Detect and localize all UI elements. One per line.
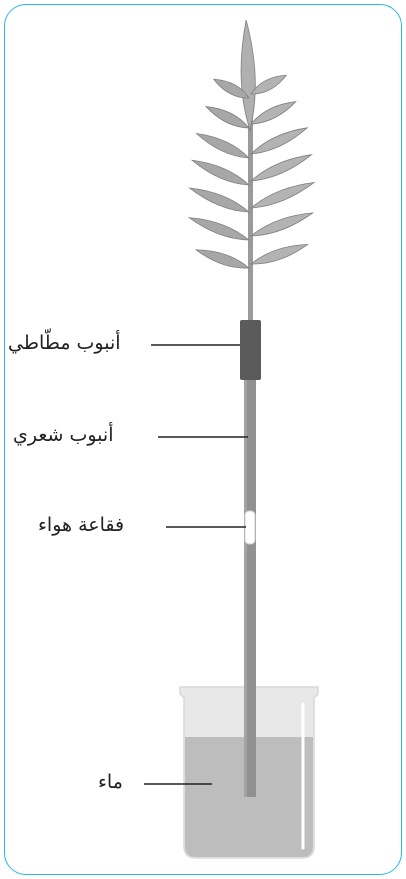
leaf-right [249, 244, 310, 265]
leaf-left [187, 217, 251, 241]
capillary-tube-shade [244, 376, 247, 797]
leaf-left [195, 132, 251, 159]
leaf-left [188, 187, 251, 213]
air-bubble-label: فقاعة هواء [38, 514, 125, 536]
plant-stem [248, 95, 253, 325]
leaf-top [240, 19, 256, 132]
leaf-right [249, 127, 309, 155]
leaf-left [212, 78, 250, 99]
leaf-left [194, 249, 251, 269]
rubber-tube-label: أنبوب مطّاطي [8, 332, 121, 354]
leaf-right [249, 181, 316, 209]
leaf-right [250, 101, 297, 125]
leaf-right [250, 74, 288, 95]
rubber-tube [240, 320, 261, 380]
leaf-left [190, 159, 251, 186]
leaf-right [249, 154, 313, 182]
air-bubble [244, 510, 256, 545]
leaf-left [205, 106, 250, 129]
capillary-tube-label: أنبوب شعري [13, 424, 114, 446]
leaf-right [249, 212, 315, 237]
water-label: ماء [98, 771, 123, 793]
